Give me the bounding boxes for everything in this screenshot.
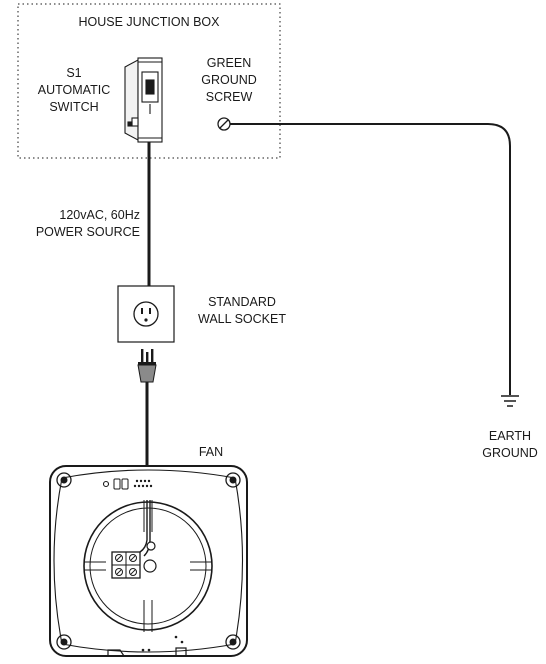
switch-label-line2: AUTOMATIC [38,83,110,97]
earth-ground-icon [501,395,519,407]
switch-label-line3: SWITCH [49,100,98,114]
ground-screw-label-line3: SCREW [206,90,253,104]
ground-screw-label-line1: GREEN [207,56,251,70]
switch-icon [124,57,163,143]
wall-socket-icon [117,285,175,343]
ground-screw-label-line2: GROUND [201,73,257,87]
power-source-label-line2: POWER SOURCE [36,225,140,239]
wall-socket-label-line2: WALL SOCKET [198,312,286,326]
plug-icon [137,349,157,383]
switch-label-line1: S1 [66,66,81,80]
earth-ground-label-line1: EARTH [489,429,531,443]
ground-screw-icon [217,117,231,131]
fan-unit-icon [49,465,248,657]
ground-wire [230,123,511,395]
fan-label: FAN [199,445,223,459]
power-source-label-line1: 120vAC, 60Hz [59,208,140,222]
junction-box-outline [17,3,281,159]
wall-socket-label-line1: STANDARD [208,295,276,309]
junction-box-title: HOUSE JUNCTION BOX [79,15,221,29]
earth-ground-label-line2: GROUND [482,446,538,460]
